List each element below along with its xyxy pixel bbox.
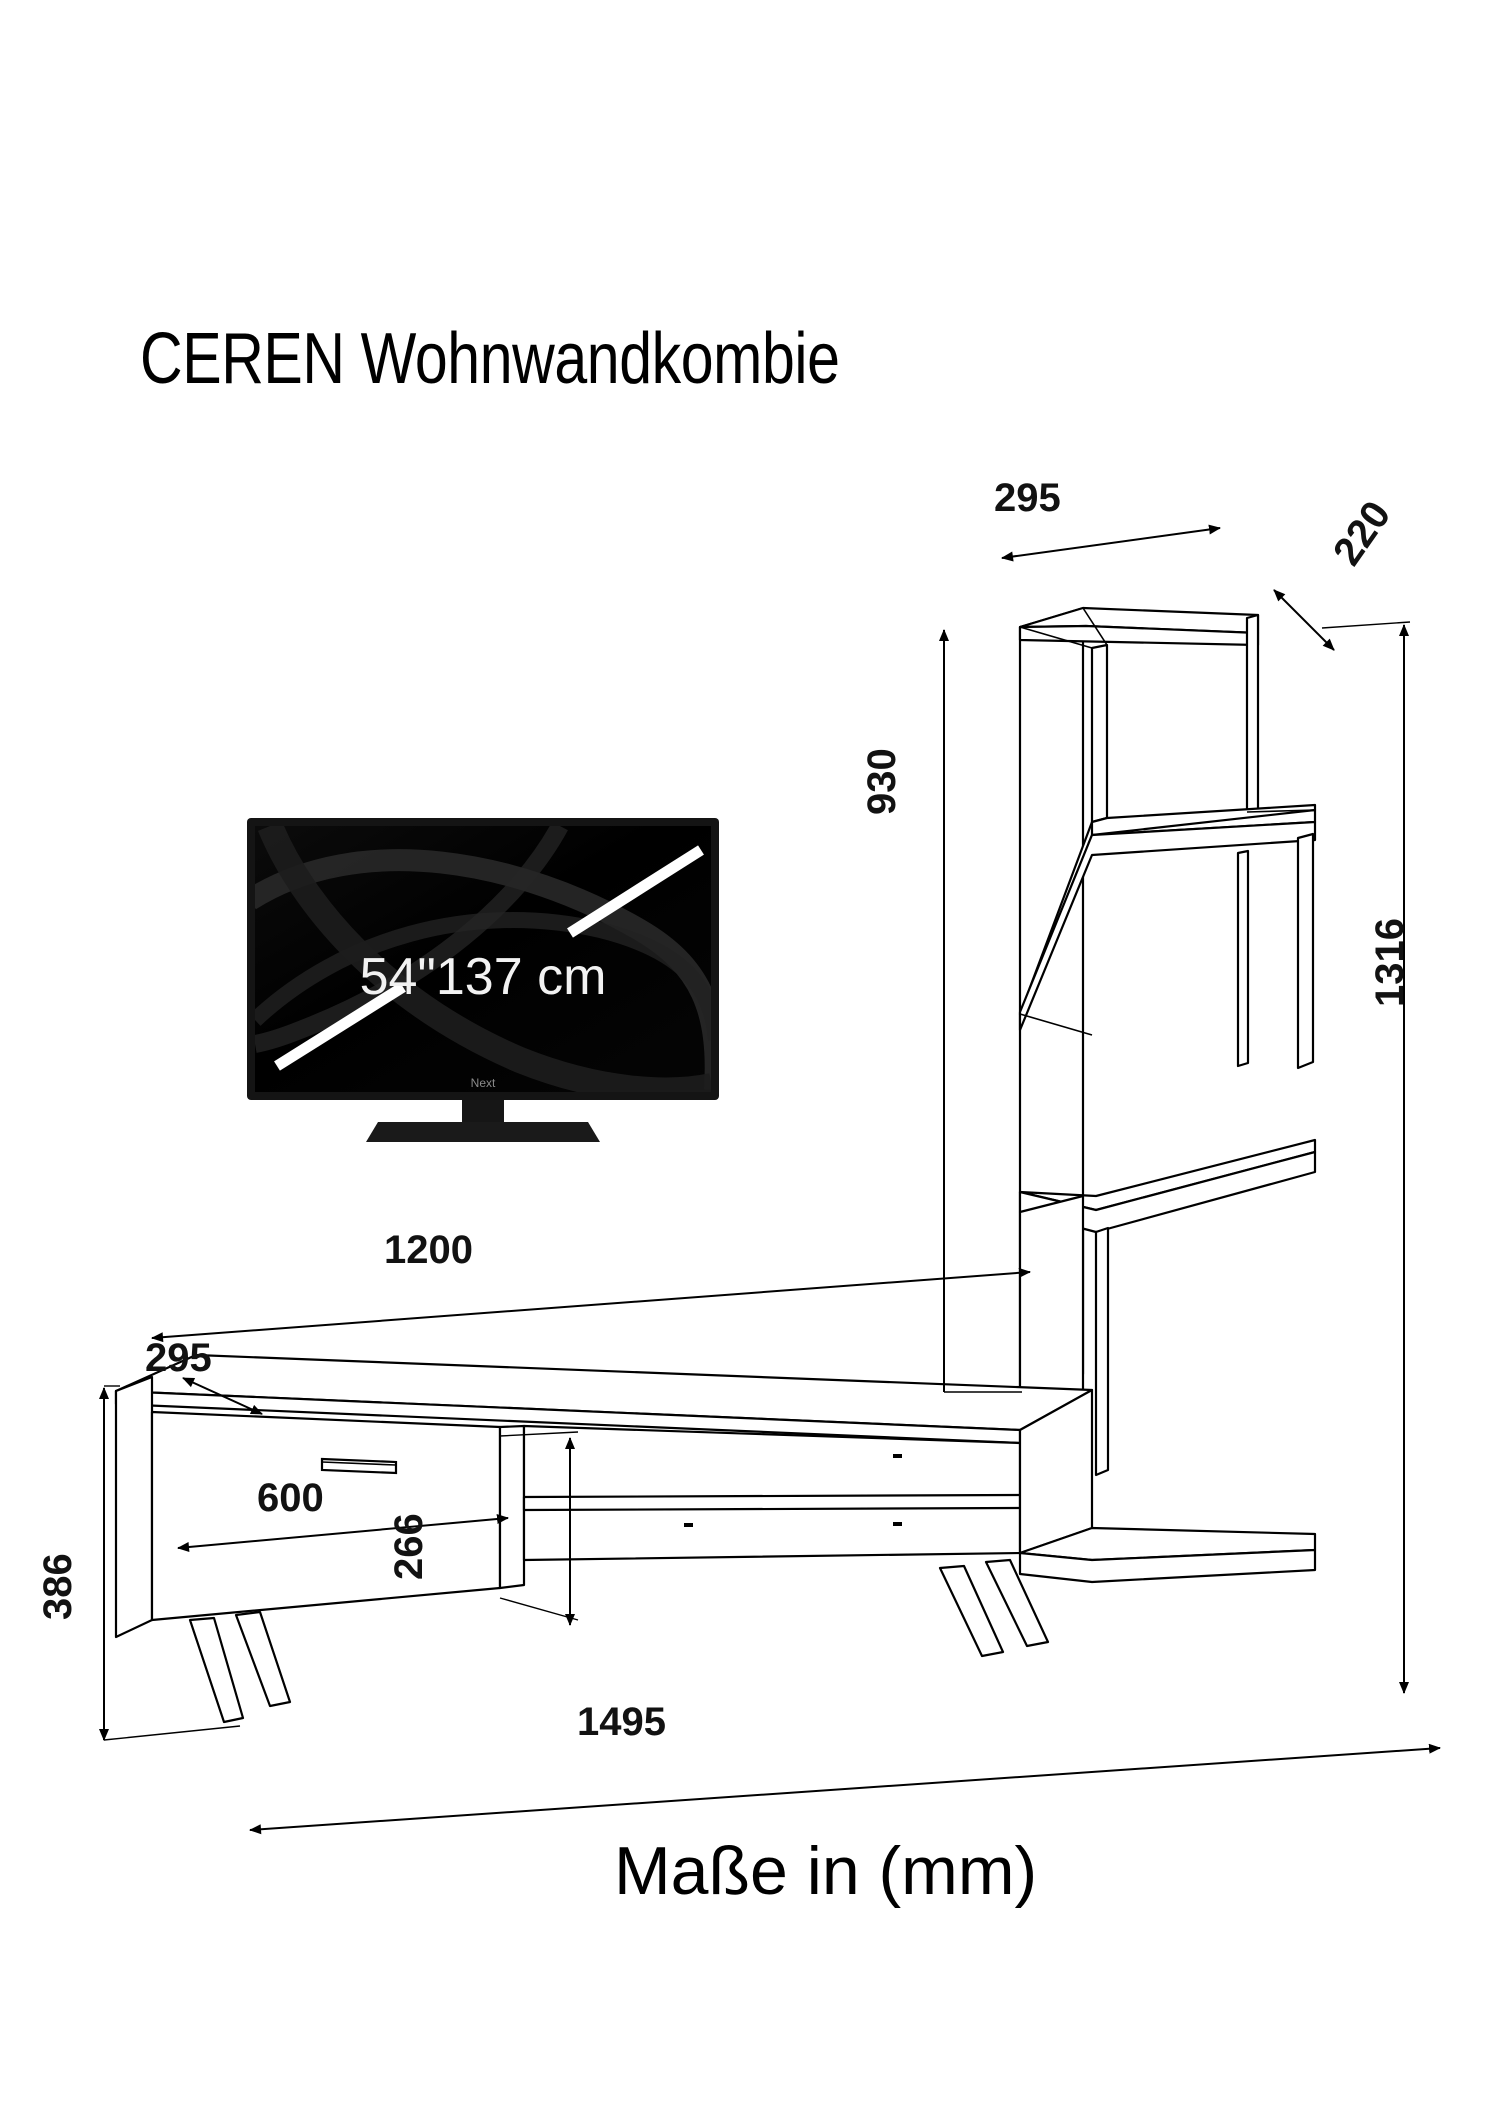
- leg-front-right: [938, 1564, 1005, 1658]
- dim-label-cabinet-top-width: 1200: [384, 1228, 473, 1272]
- tv-stand-neck: [462, 1100, 504, 1122]
- leg-front-left: [188, 1616, 245, 1724]
- dim-label-shelf-top-width: 295: [994, 476, 1061, 520]
- shelf-detail-lines: [1019, 607, 1316, 1036]
- tv-size-label: 54"137 cm: [359, 948, 607, 1006]
- dim-label-cabinet-height: 386: [36, 1553, 80, 1620]
- shelf-inner-divider-lower: [1094, 1226, 1110, 1477]
- units-note: Maße in (mm): [614, 1833, 1038, 1909]
- dim-label-total-width: 1495: [577, 1700, 666, 1744]
- drawer-handle: [320, 1457, 398, 1475]
- dimline-shelf-top-width: [1001, 524, 1221, 562]
- dimension-lines: [99, 524, 1441, 1835]
- shelf-board-upper-top: [1090, 803, 1317, 837]
- cabinet-drawer-front: [150, 1410, 502, 1622]
- tv-stand-base: [366, 1122, 600, 1142]
- cabinet-hardware-marks: [684, 1454, 902, 1527]
- dim-label-shelf-height: 930: [860, 748, 904, 815]
- extline-drawer-height-top: [499, 1431, 579, 1437]
- tv-bezel-drawing: Next: [247, 818, 719, 1142]
- dimline-total-width: [249, 1743, 1441, 1835]
- extline-total-height-top: [1321, 621, 1411, 629]
- cabinet-left-end-panel: [114, 1375, 154, 1639]
- leg-back-right: [984, 1558, 1050, 1648]
- dimline-shelf-depth: [1273, 589, 1335, 651]
- dim-label-total-height: 1316: [1368, 918, 1412, 1007]
- extline-drawer-height-bottom: [499, 1597, 579, 1621]
- tv-diagonal-line-upper: [567, 845, 704, 938]
- dim-label-drawer-width: 600: [257, 1476, 324, 1520]
- leg-back-left: [234, 1610, 292, 1708]
- tv-cabinet-drawing: [114, 1353, 1317, 1639]
- tv-unit: 54"137 cm: [247, 818, 719, 1136]
- extline-cabinet-height-bottom: [103, 1725, 241, 1741]
- cabinet-drawer-side-panel: [498, 1424, 526, 1590]
- shelf-right-side-mid-inner: [1236, 849, 1250, 1068]
- shelf-right-side-upper: [1245, 613, 1260, 814]
- dim-label-cabinet-depth: 295: [145, 1336, 212, 1380]
- dimline-cabinet-top-width: [151, 1267, 1031, 1343]
- cabinet-bottom-board-face: [1018, 1548, 1317, 1584]
- shelf-right-side-mid: [1296, 832, 1315, 1070]
- page-title: CEREN Wohnwandkombie: [140, 319, 840, 399]
- shelf-inner-divider-upper: [1090, 643, 1109, 824]
- cabinet-legs: [188, 1558, 1050, 1724]
- dim-label-drawer-height: 266: [387, 1513, 431, 1580]
- tv-diagonal-line-lower: [274, 982, 406, 1071]
- cabinet-internal-shelf: [522, 1493, 1022, 1512]
- shelf-board-upper-face: [1018, 820, 1317, 1032]
- tv-brand-mark: Next: [471, 1076, 496, 1090]
- dimline-cabinet-depth: [182, 1377, 263, 1415]
- tv-screen-artwork: [255, 826, 711, 1092]
- cabinet-open-shelf-back: [522, 1424, 1022, 1562]
- dimline-drawer-width: [177, 1514, 509, 1552]
